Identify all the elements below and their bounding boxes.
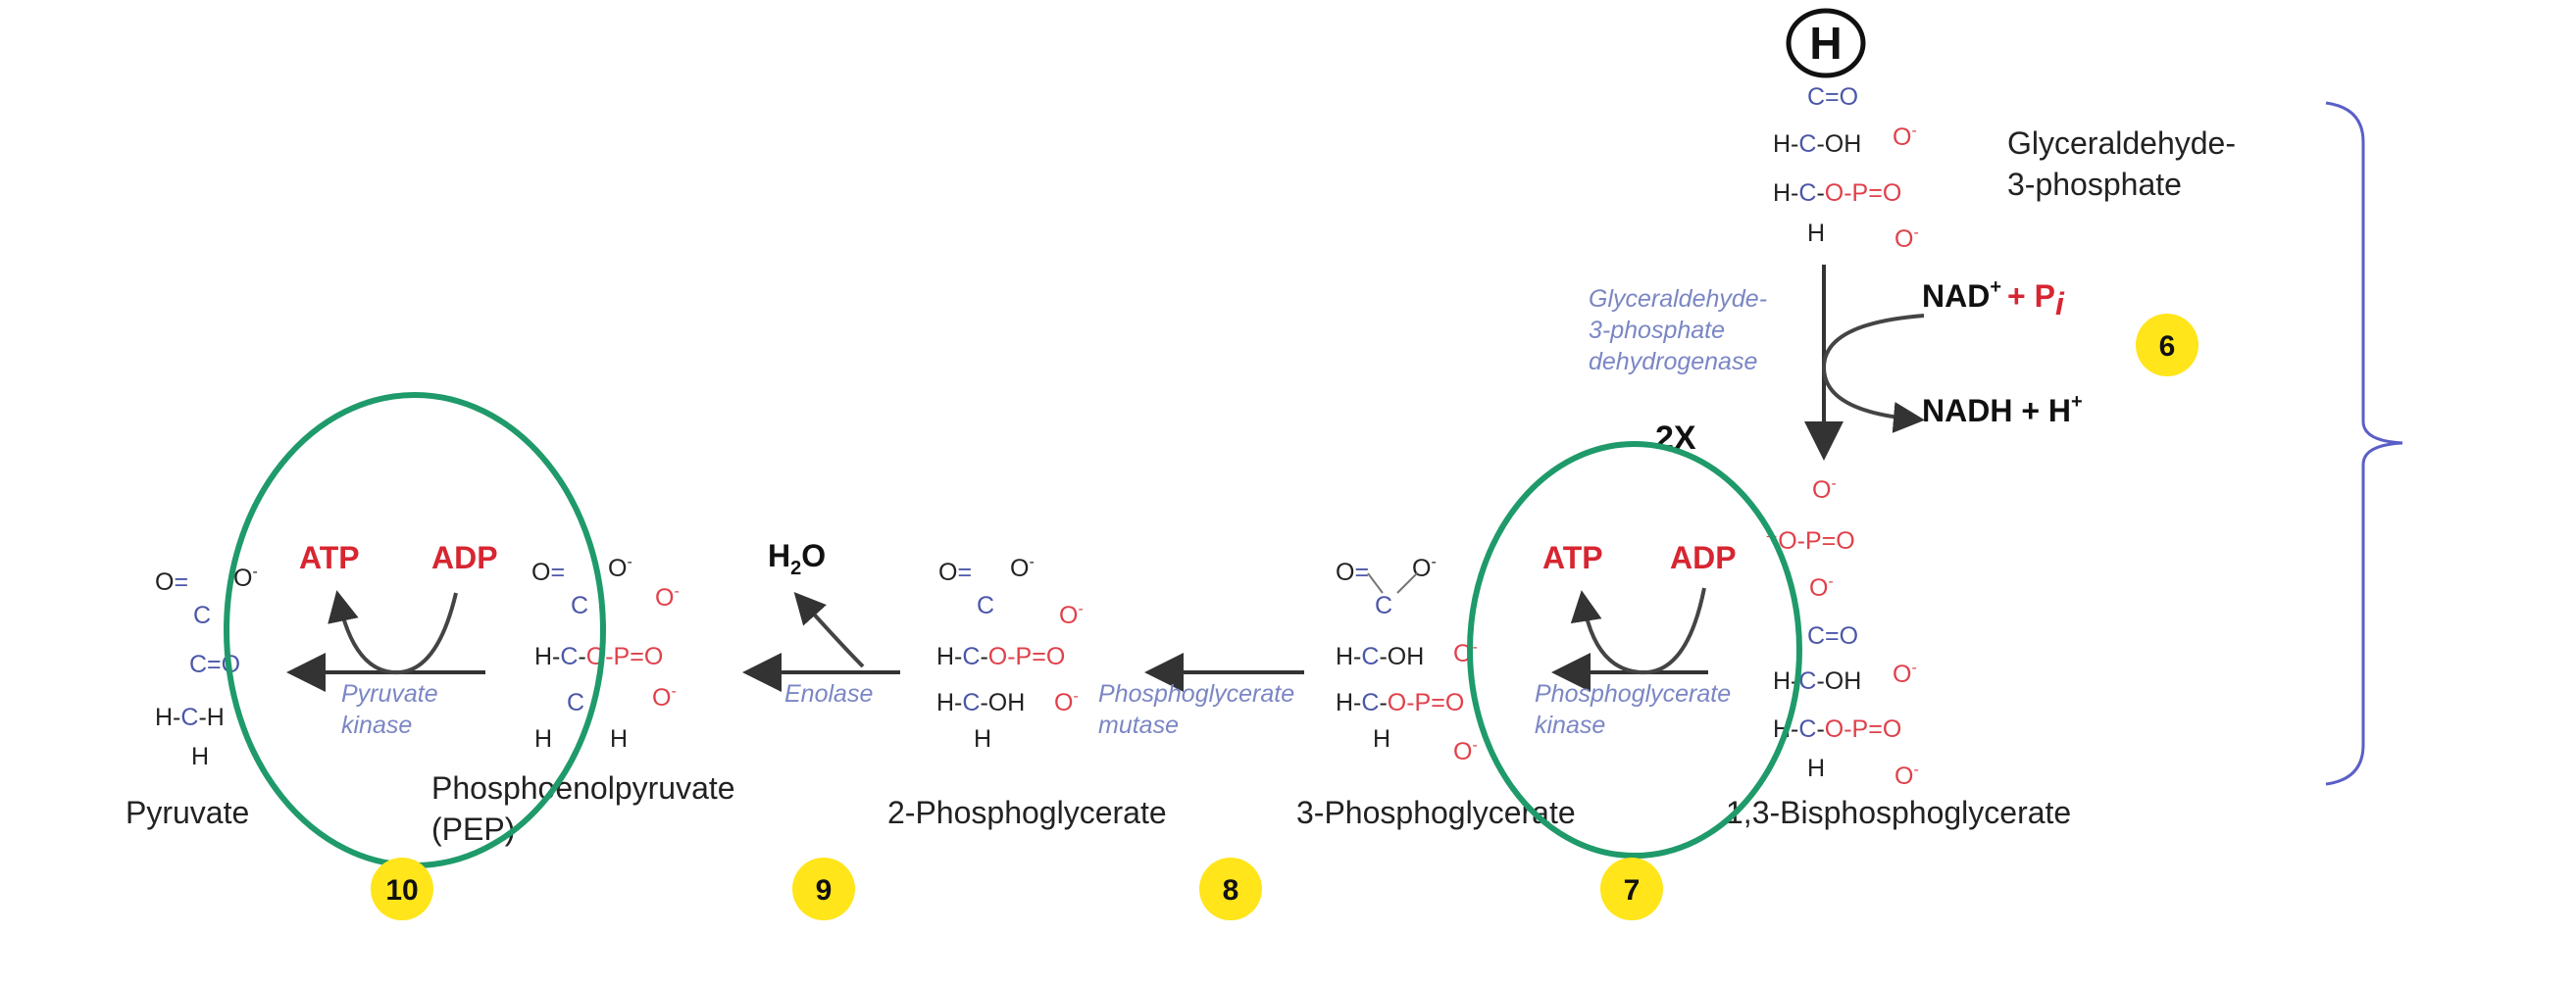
svg-text:6: 6 <box>2159 330 2176 363</box>
pk-label-line2: kinase <box>341 712 412 739</box>
svg-text:O-: O- <box>1894 224 1919 253</box>
svg-text:H: H <box>1373 725 1390 753</box>
nad-plus-pi: NAD++ Pi <box>1922 276 2065 321</box>
handwritten-h-mark: H <box>1786 8 1866 78</box>
step6-cofactor-arrow <box>1821 314 1925 433</box>
step-badge-7: 7 <box>1600 858 1663 920</box>
svg-text:O-: O- <box>1812 475 1837 504</box>
svg-text:O-: O- <box>1453 639 1478 667</box>
adp-10: ADP <box>431 540 498 575</box>
svg-text:C: C <box>193 602 211 629</box>
g3pdh-label-line1: Glyceraldehyde- <box>1589 285 1767 313</box>
svg-text:O-: O- <box>1809 573 1834 602</box>
nadh-plus-h: NADH + H+ <box>1922 391 2083 428</box>
adp-7: ADP <box>1670 540 1737 575</box>
svg-text:O=: O= <box>938 559 972 586</box>
svg-text:O-: O- <box>1412 554 1437 582</box>
pk-label-line1: Pyruvate <box>341 680 438 708</box>
svg-text:H: H <box>534 725 552 753</box>
svg-text:C: C <box>567 689 584 716</box>
atp-7: ATP <box>1542 540 1603 575</box>
svg-text:C=O: C=O <box>1807 83 1858 111</box>
step10-cofactor-arrow <box>328 590 458 675</box>
svg-text:O=: O= <box>531 559 565 586</box>
pgm-label-line1: Phosphoglycerate <box>1098 680 1294 708</box>
bpg-structure: O- ⁻O-P=O O- C=O H-C-OH O- H-C-O-P=O O- … <box>1765 475 1919 790</box>
svg-text:H-C-OH: H-C-OH <box>1773 130 1861 158</box>
highlight-circle-step10 <box>224 392 606 868</box>
svg-text:O-: O- <box>1893 660 1917 688</box>
bpg-name: 1,3-Bisphosphoglycerate <box>1726 795 2071 830</box>
g3p-name-line2: 3-phosphate <box>2007 167 2182 202</box>
svg-text:H: H <box>191 743 209 770</box>
svg-text:H: H <box>610 725 628 753</box>
svg-text:H-C-OH: H-C-OH <box>1336 643 1424 670</box>
pgk-label-line2: kinase <box>1535 712 1605 739</box>
step-badge-10: 10 <box>371 858 433 920</box>
svg-text:C: C <box>1375 592 1392 619</box>
svg-text:O-: O- <box>1054 688 1079 716</box>
svg-text:H: H <box>974 725 991 753</box>
pgm-label-line2: mutase <box>1098 712 1179 739</box>
step-badge-8: 8 <box>1199 858 1262 920</box>
svg-text:H-C-O-P=O: H-C-O-P=O <box>1773 179 1901 207</box>
enolase-label: Enolase <box>784 680 873 708</box>
svg-text:H: H <box>1807 755 1825 782</box>
svg-text:C: C <box>571 592 588 619</box>
svg-text:O-: O- <box>233 564 258 592</box>
svg-text:O-: O- <box>1010 554 1035 582</box>
svg-text:H-C-H: H-C-H <box>155 704 225 731</box>
step7-cofactor-arrow <box>1570 587 1706 675</box>
svg-text:8: 8 <box>1223 874 1239 907</box>
highlight-circle-step7 <box>1467 441 1802 859</box>
svg-text:H-C-O-P=O: H-C-O-P=O <box>1773 715 1901 743</box>
pg3-structure: O= O- C H-C-OH O- H-C-O-P=O O- H <box>1336 554 1478 765</box>
svg-text:O-: O- <box>652 683 677 712</box>
step9-water-arrow <box>793 592 865 668</box>
pg3-name: 3-Phosphoglycerate <box>1296 795 1576 830</box>
svg-text:H-C-O-P=O: H-C-O-P=O <box>936 643 1065 670</box>
step-badge-6: 6 <box>2136 314 2198 376</box>
svg-text:O-: O- <box>608 554 632 582</box>
svg-text:H-C-OH: H-C-OH <box>936 689 1025 716</box>
right-curly-bracket <box>2325 101 2403 786</box>
svg-text:O=: O= <box>155 568 188 596</box>
pg2-name: 2-Phosphoglycerate <box>887 795 1167 830</box>
g3p-structure: C=O H-C-OH O- H-C-O-P=O O- H <box>1773 83 1919 253</box>
pyruvate-structure: O= O- C C=O H-C-H H <box>155 564 258 770</box>
atp-10: ATP <box>299 540 360 575</box>
svg-text:NADH + H+: NADH + H+ <box>1922 391 2083 428</box>
pg2-structure: O= O- C O- H-C-O-P=O H-C-OH O- H <box>936 554 1084 753</box>
handwritten-h-letter: H <box>1809 18 1842 69</box>
svg-text:C=O: C=O <box>1807 622 1858 650</box>
water-label: H2O <box>768 538 826 579</box>
svg-text:9: 9 <box>816 874 833 907</box>
pgk-label-line1: Phosphoglycerate <box>1535 680 1731 708</box>
pyruvate-name: Pyruvate <box>126 795 249 830</box>
svg-text:H-C-O-P=O: H-C-O-P=O <box>1336 689 1464 716</box>
step-badge-9: 9 <box>792 858 855 920</box>
svg-text:O-: O- <box>1893 123 1917 151</box>
svg-text:H-C-OH: H-C-OH <box>1773 667 1861 695</box>
svg-text:O=: O= <box>1336 559 1369 586</box>
svg-text:H: H <box>1807 220 1825 247</box>
g3pdh-label-line3: dehydrogenase <box>1589 348 1757 375</box>
svg-text:7: 7 <box>1624 874 1641 907</box>
svg-text:O-: O- <box>655 583 680 612</box>
pep-name-line1: Phosphoenolpyruvate <box>431 770 735 806</box>
svg-text:O-: O- <box>1894 762 1919 790</box>
svg-text:C: C <box>977 592 994 619</box>
svg-text:NAD++ Pi: NAD++ Pi <box>1922 276 2065 321</box>
svg-text:10: 10 <box>385 874 418 907</box>
svg-text:O-: O- <box>1059 601 1084 629</box>
g3pdh-label-line2: 3-phosphate <box>1589 317 1725 344</box>
pep-structure: O= O- C O- H-C-O-P=O C O- H H <box>531 554 680 753</box>
g3p-name-line1: Glyceraldehyde- <box>2007 125 2236 161</box>
svg-text:O-: O- <box>1453 737 1478 765</box>
